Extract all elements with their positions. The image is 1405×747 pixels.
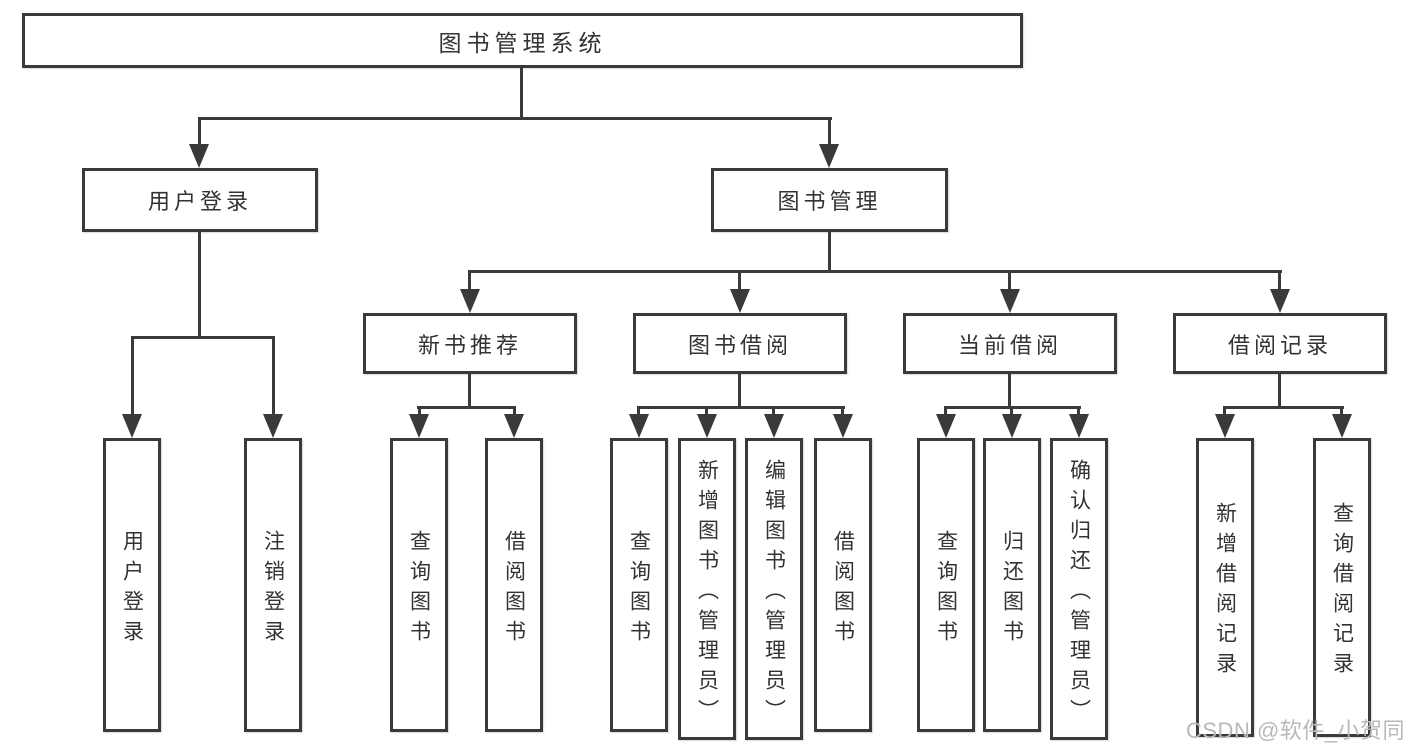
- leaf-add-borrow-record-label: 新增借阅记录: [1213, 502, 1237, 682]
- leaf-return-book-label: 归还图书: [1000, 529, 1024, 650]
- leaf-query-borrow-record-label: 查询借阅记录: [1330, 502, 1354, 682]
- arrow-down-icon: [409, 414, 429, 438]
- leaf-query-book-current-label: 查询图书: [934, 529, 958, 650]
- leaf-add-book-admin-label: 新增图书（管理员）: [695, 458, 719, 729]
- connector-drop: [841, 409, 844, 416]
- connector-records-stem: [1278, 374, 1281, 409]
- node-current-borrowing: 当前借阅: [903, 313, 1117, 374]
- connector-currentborrow-stem: [1008, 374, 1011, 409]
- arrow-down-icon: [122, 414, 142, 438]
- connector-bookmgmt-stem: [828, 232, 831, 273]
- connector-root-stem: [520, 68, 523, 120]
- arrow-down-icon: [764, 414, 784, 438]
- connector-drop-user-login: [198, 120, 201, 146]
- leaf-borrow-book-borrow: 借阅图书: [814, 438, 872, 732]
- leaf-add-book-admin: 新增图书（管理员）: [678, 438, 736, 740]
- connector-bookborrow-bus: [637, 406, 845, 409]
- leaf-query-book-current: 查询图书: [917, 438, 975, 732]
- arrow-down-icon: [936, 414, 956, 438]
- arrow-down-icon: [1270, 289, 1290, 313]
- node-borrowing-records: 借阅记录: [1173, 313, 1387, 374]
- node-new-book-recommendation-label: 新书推荐: [417, 332, 522, 358]
- connector-drop-new-book: [468, 273, 471, 291]
- node-root-label: 图书管理系统: [438, 29, 607, 56]
- arrow-down-icon: [1215, 414, 1235, 438]
- leaf-confirm-return-admin-label: 确认归还（管理员）: [1067, 458, 1091, 729]
- connector-drop: [1223, 409, 1226, 416]
- connector-userlogin-stem: [198, 232, 201, 339]
- leaf-user-login-label: 用户登录: [120, 529, 144, 650]
- connector-newbook-bus: [417, 406, 516, 409]
- leaf-query-book-borrow-label: 查询图书: [627, 529, 651, 650]
- connector-drop: [1010, 409, 1013, 416]
- node-new-book-recommendation: 新书推荐: [363, 313, 577, 374]
- arrow-down-icon: [697, 414, 717, 438]
- connector-currentborrow-bus: [944, 406, 1081, 409]
- node-root: 图书管理系统: [22, 13, 1023, 68]
- connector-drop-leaf-logout: [272, 339, 275, 414]
- connector-drop: [513, 409, 516, 416]
- node-user-login-label: 用户登录: [147, 189, 252, 214]
- leaf-query-book-newbook: 查询图书: [390, 438, 448, 732]
- arrow-down-icon: [629, 414, 649, 438]
- arrow-down-icon: [504, 414, 524, 438]
- leaf-logout-login: 注销登录: [244, 438, 302, 732]
- node-user-login: 用户登录: [82, 168, 318, 232]
- arrow-down-icon: [819, 144, 839, 168]
- leaf-query-book-newbook-label: 查询图书: [407, 529, 431, 650]
- leaf-logout-login-label: 注销登录: [261, 529, 285, 650]
- arrow-down-icon: [1000, 289, 1020, 313]
- csdn-watermark: CSDN @软件_小贺同学: [1186, 718, 1405, 743]
- leaf-borrow-book-borrow-label: 借阅图书: [831, 529, 855, 650]
- connector-root-bus: [198, 117, 832, 120]
- arrow-down-icon: [730, 289, 750, 313]
- arrow-down-icon: [833, 414, 853, 438]
- arrow-down-icon: [460, 289, 480, 313]
- arrow-down-icon: [1002, 414, 1022, 438]
- leaf-query-book-borrow: 查询图书: [610, 438, 668, 732]
- connector-drop-leaf-user-login: [131, 339, 134, 414]
- connector-bookborrow-stem: [738, 374, 741, 409]
- arrow-down-icon: [189, 144, 209, 168]
- leaf-borrow-book-newbook: 借阅图书: [485, 438, 543, 732]
- node-current-borrowing-label: 当前借阅: [957, 332, 1062, 358]
- connector-userlogin-bus: [131, 336, 275, 339]
- leaf-return-book: 归还图书: [983, 438, 1041, 732]
- connector-drop: [705, 409, 708, 416]
- leaf-edit-book-admin-label: 编辑图书（管理员）: [762, 458, 786, 729]
- leaf-confirm-return-admin: 确认归还（管理员）: [1050, 438, 1108, 740]
- connector-records-bus: [1223, 406, 1344, 409]
- leaf-edit-book-admin: 编辑图书（管理员）: [745, 438, 803, 740]
- connector-drop-current-borrowing: [1008, 273, 1011, 291]
- node-book-management-label: 图书管理: [777, 189, 882, 214]
- connector-drop: [1077, 409, 1080, 416]
- connector-newbook-stem: [468, 374, 471, 409]
- connector-drop: [418, 409, 421, 416]
- arrow-down-icon: [263, 414, 283, 438]
- connector-drop: [772, 409, 775, 416]
- connector-drop: [1340, 409, 1343, 416]
- node-book-borrowing: 图书借阅: [633, 313, 847, 374]
- connector-drop: [637, 409, 640, 416]
- leaf-user-login: 用户登录: [103, 438, 161, 732]
- connector-drop-borrowing-records: [1278, 273, 1281, 291]
- node-book-borrowing-label: 图书借阅: [687, 332, 792, 358]
- node-book-management: 图书管理: [711, 168, 948, 232]
- node-borrowing-records-label: 借阅记录: [1227, 332, 1332, 358]
- connector-drop: [944, 409, 947, 416]
- connector-drop-book-management: [828, 120, 831, 146]
- connector-bookmgmt-bus: [468, 270, 1282, 273]
- connector-drop-book-borrowing: [738, 273, 741, 291]
- arrow-down-icon: [1069, 414, 1089, 438]
- arrow-down-icon: [1332, 414, 1352, 438]
- leaf-query-borrow-record: 查询借阅记录: [1313, 438, 1371, 737]
- leaf-add-borrow-record: 新增借阅记录: [1196, 438, 1254, 737]
- leaf-borrow-book-newbook-label: 借阅图书: [502, 529, 526, 650]
